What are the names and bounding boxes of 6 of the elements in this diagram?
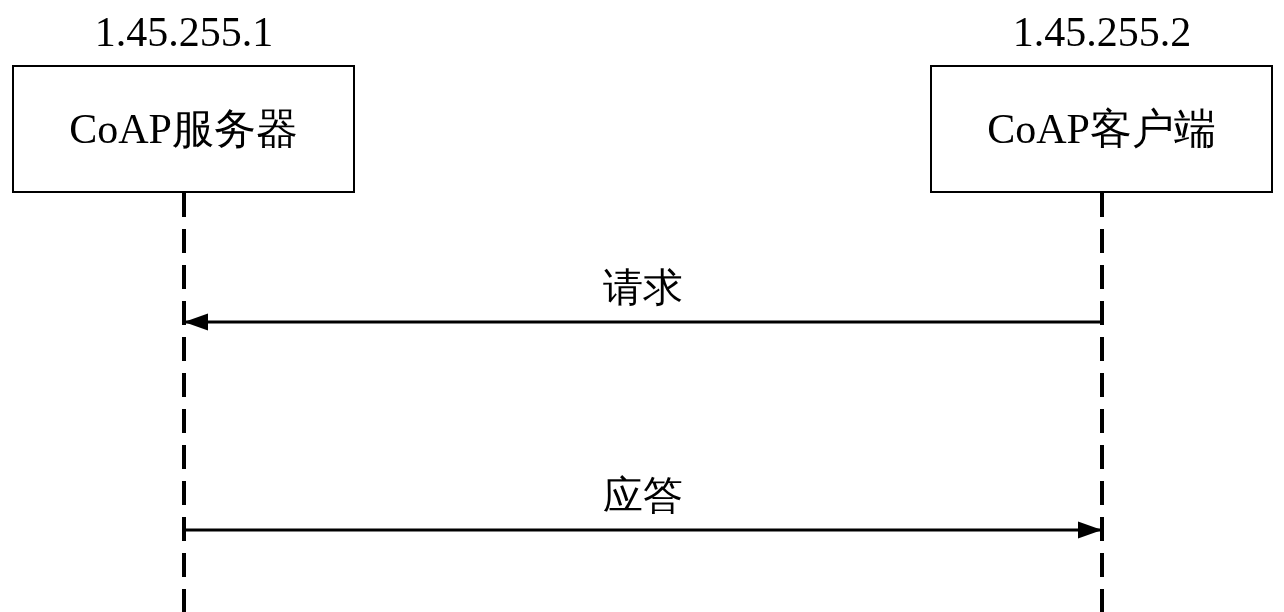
address-label: 1.45.255.1 — [94, 8, 274, 56]
participant-name: CoAP服务器 — [69, 105, 298, 154]
participant-name: CoAP客户端 — [987, 105, 1216, 154]
message-arrow — [184, 313, 1102, 331]
message-arrow — [184, 521, 1102, 539]
address-label: 1.45.255.2 — [1012, 8, 1192, 56]
